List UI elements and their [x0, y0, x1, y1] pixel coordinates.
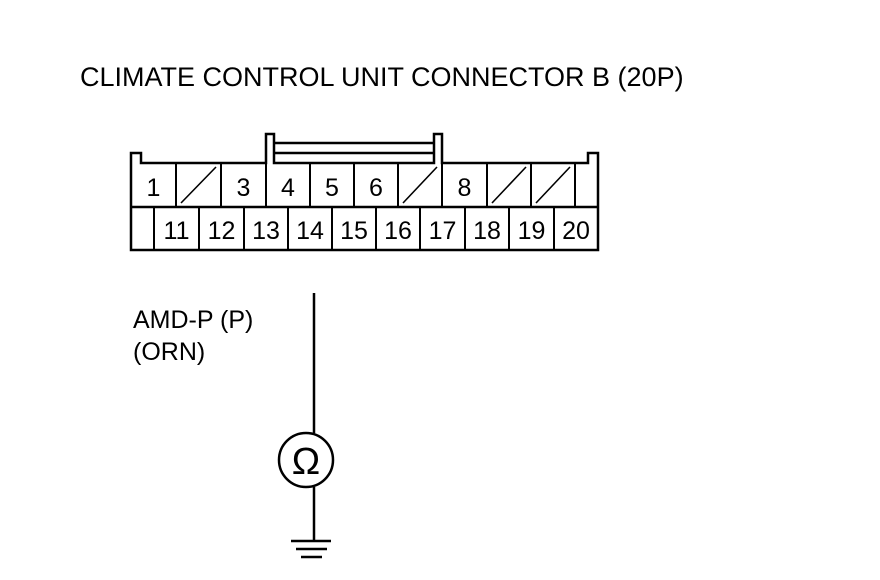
terminal-19: 19 [518, 217, 546, 245]
terminal-20: 20 [562, 217, 590, 245]
terminal-14: 14 [296, 217, 324, 245]
connector-b-housing [129, 132, 600, 252]
wire-color-label: (ORN) [133, 338, 206, 366]
terminal-5: 5 [325, 174, 339, 202]
wire-signal-label: AMD-P (P) [133, 306, 254, 334]
terminal-18: 18 [473, 217, 501, 245]
terminal-16: 16 [384, 217, 412, 245]
ohmmeter-icon: Ω [277, 431, 335, 489]
ohm-symbol: Ω [292, 441, 320, 483]
terminal-15: 15 [340, 217, 368, 245]
unused-terminal-slash [402, 166, 438, 204]
ground-icon [291, 487, 331, 559]
terminal-1: 1 [147, 174, 161, 202]
terminal-13: 13 [252, 217, 280, 245]
unused-terminal-slash [180, 166, 217, 204]
terminal-12: 12 [208, 217, 236, 245]
terminal-11: 11 [164, 217, 190, 245]
terminal-3: 3 [237, 174, 251, 202]
terminal-6: 6 [369, 174, 383, 202]
unused-terminal-slash [535, 166, 571, 204]
terminal-4: 4 [281, 174, 295, 202]
terminal-8: 8 [458, 174, 472, 202]
terminal-17: 17 [429, 217, 457, 245]
unused-terminal-slash [491, 166, 527, 204]
diagram-title: CLIMATE CONTROL UNIT CONNECTOR B (20P) [80, 62, 684, 92]
